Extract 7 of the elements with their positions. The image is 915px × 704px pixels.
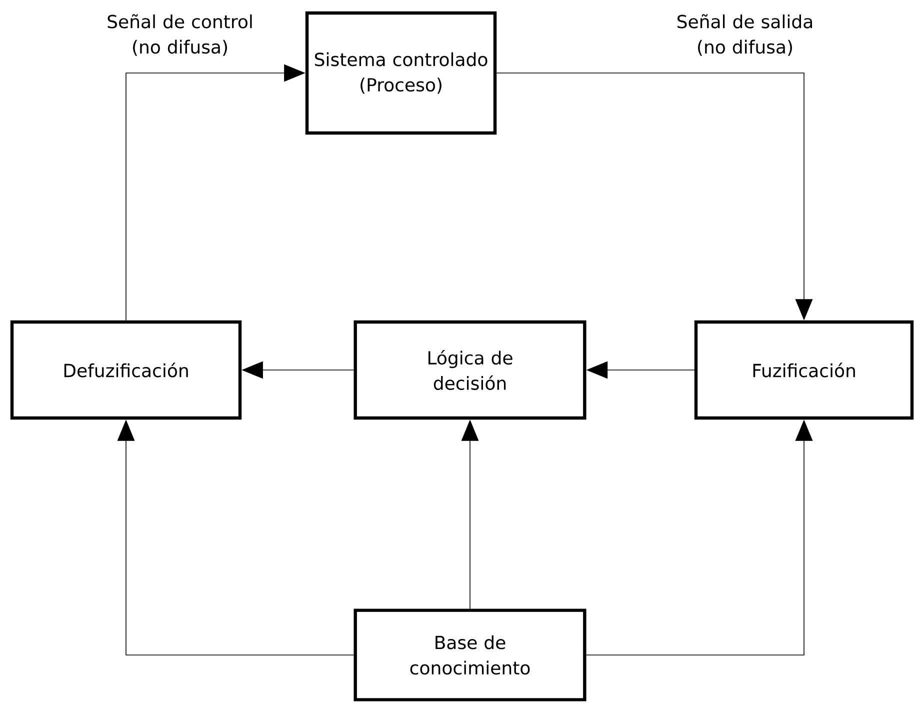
process-box: Fuzificación [694, 320, 914, 420]
edge-label: Señal de salida (no difusa) [678, 14, 812, 56]
process-box: Base de conocimiento [354, 608, 586, 702]
process-box: Sistema controlado (Proceso) [305, 11, 497, 135]
process-box: Defuzificación [10, 320, 242, 420]
process-box: Lógica de decisión [354, 320, 586, 420]
edge-label: Señal de control (no difusa) [108, 14, 252, 56]
